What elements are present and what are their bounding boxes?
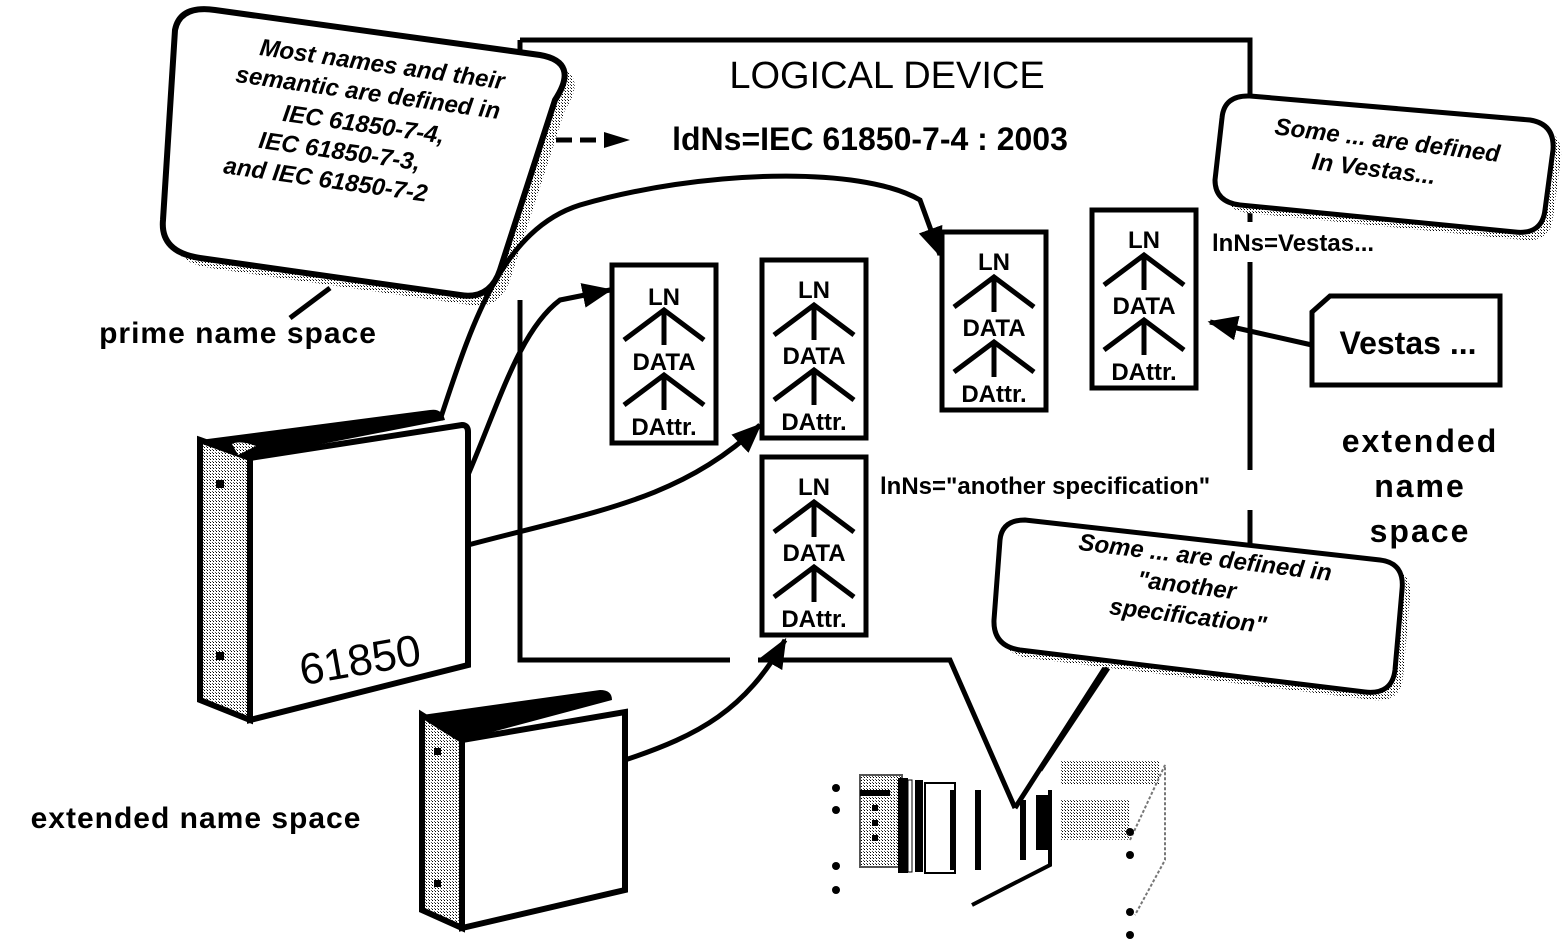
lnns-vestas-label: lnNs=Vestas... [1212, 230, 1374, 257]
extended-name-space-left-label: extended name space [31, 802, 362, 835]
ln-level-ln: LN [798, 474, 830, 501]
another-spec-callout [991, 517, 1411, 701]
hierarchy-arrow-icon [772, 498, 856, 537]
ln-box: LN DATA DAttr. [759, 257, 869, 441]
ln-level-dattr: DAttr. [961, 381, 1026, 408]
extended-name-space-right-line-3: space [1370, 513, 1471, 549]
vestas-tag [1309, 293, 1503, 388]
hierarchy-arrow-icon [622, 371, 706, 410]
ln-level-dattr: DAttr. [1111, 359, 1176, 386]
vestas-tag-label: Vestas ... [1340, 325, 1477, 361]
ln-box: LN DATA DAttr. [609, 262, 719, 446]
hierarchy-arrow-icon [772, 366, 856, 405]
ln-box: LN DATA DAttr. [1089, 207, 1199, 391]
prime-binder-connectors [437, 173, 943, 763]
vestas-callout [1212, 93, 1562, 241]
ln-box: LN DATA DAttr. [759, 454, 869, 638]
ln-level-ln: LN [1128, 227, 1160, 254]
hierarchy-arrow-icon [952, 273, 1036, 312]
prime-binder-icon [197, 409, 471, 725]
hierarchy-arrow-icon [1102, 251, 1186, 290]
arrow-to-ln-box-2 [467, 423, 762, 548]
ln-level-ln: LN [648, 284, 680, 311]
hierarchy-arrow-icon [772, 563, 856, 602]
vestas-to-lnbox-arrow [1207, 315, 1313, 348]
ln-level-data: DATA [1112, 293, 1175, 320]
ln-level-ln: LN [978, 249, 1010, 276]
extended-binder-icon [419, 690, 628, 933]
arrow-to-ln-box-4 [437, 173, 943, 421]
ln-box: LN DATA DAttr. [939, 229, 1049, 413]
ied-hardware-icon [832, 760, 1166, 939]
hierarchy-arrow-icon [772, 301, 856, 340]
another-callout-leader [1037, 666, 1111, 772]
arrow-to-ln-box-1 [465, 283, 613, 476]
ln-level-data: DATA [962, 315, 1025, 342]
prime-name-space-label: prime name space [99, 317, 377, 350]
ln-level-data: DATA [782, 343, 845, 370]
arrow-to-ln-box-3 [624, 637, 788, 763]
extended-name-space-right-line-1: extended [1342, 423, 1498, 459]
ln-level-dattr: DAttr. [781, 606, 846, 633]
hierarchy-arrow-icon [1102, 316, 1186, 355]
hierarchy-arrow-icon [952, 338, 1036, 377]
ln-level-data: DATA [782, 540, 845, 567]
ln-level-dattr: DAttr. [631, 414, 696, 441]
extended-name-space-right-line-2: name [1374, 468, 1466, 504]
ln-level-dattr: DAttr. [781, 409, 846, 436]
ln-level-data: DATA [632, 349, 695, 376]
hierarchy-arrow-icon [622, 306, 706, 345]
dashed-arrow-to-ldns [556, 132, 630, 148]
ldns-label: ldNs=IEC 61850-7-4 : 2003 [672, 121, 1068, 157]
logical-device-title: LOGICAL DEVICE [729, 55, 1044, 97]
lnns-another-label: lnNs="another specification" [880, 473, 1210, 500]
ln-level-ln: LN [798, 277, 830, 304]
